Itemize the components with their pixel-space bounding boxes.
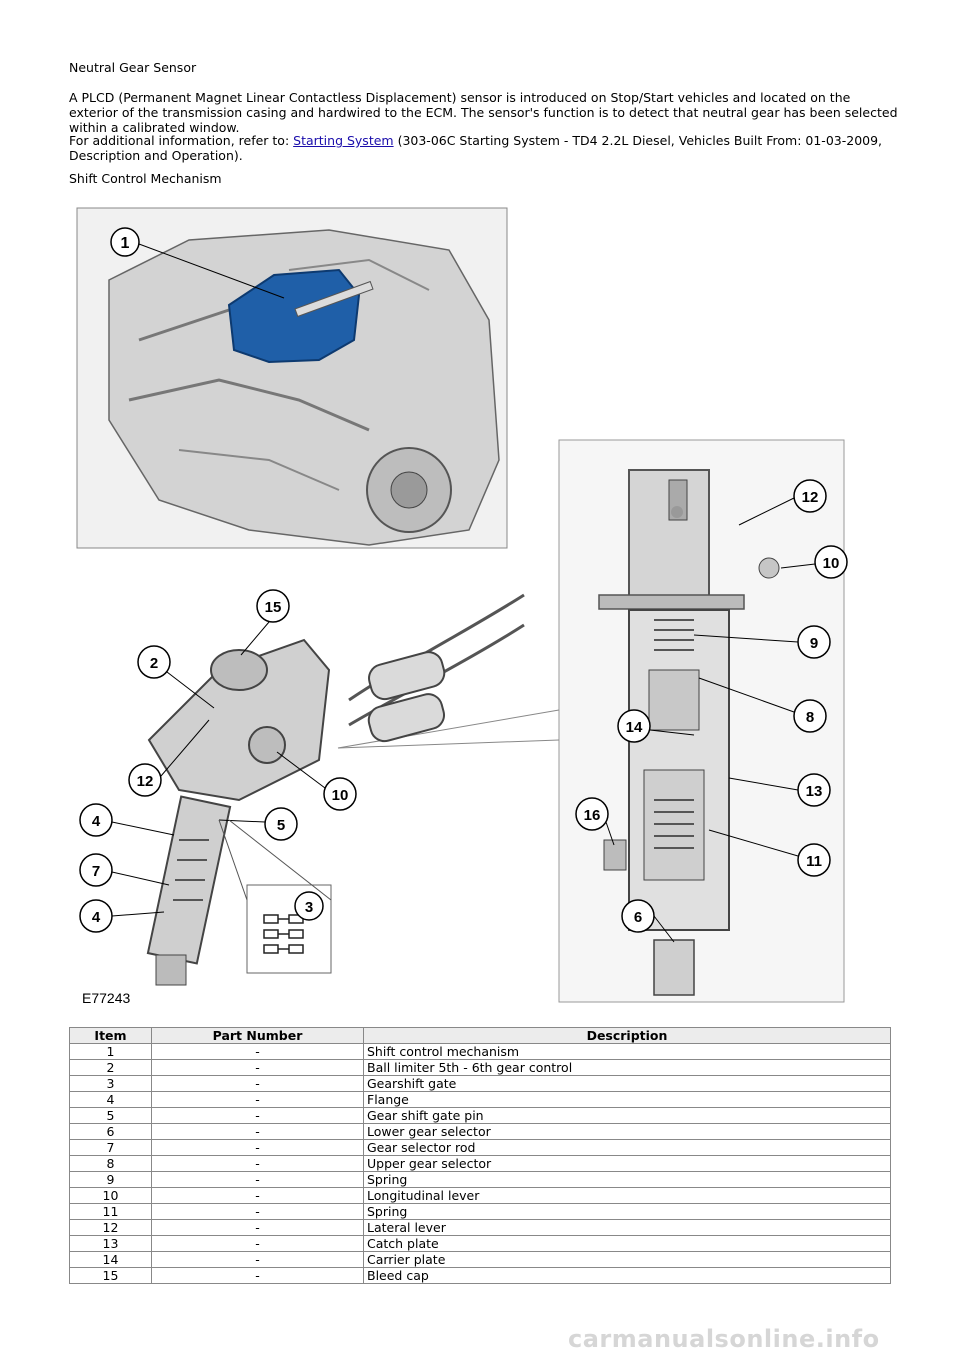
cell-item: 13	[69, 1235, 152, 1252]
callout-12-left: 12	[137, 773, 154, 790]
cell-part-number: -	[151, 1091, 364, 1108]
callout-1: 1	[121, 235, 130, 252]
cell-description: Catch plate	[363, 1235, 891, 1252]
starting-system-link[interactable]: Starting System	[293, 133, 394, 148]
cell-description: Gear shift gate pin	[363, 1107, 891, 1124]
table-row: 2-Ball limiter 5th - 6th gear control	[69, 1059, 891, 1076]
reference-suffix: (303-06C Starting System - TD4 2.2L Dies…	[69, 133, 883, 163]
cell-description: Carrier plate	[363, 1251, 891, 1268]
cell-item: 8	[69, 1155, 152, 1172]
callout-10-right: 10	[823, 555, 840, 572]
cell-description: Flange	[363, 1091, 891, 1108]
cell-item: 12	[69, 1219, 152, 1236]
cell-part-number: -	[151, 1139, 364, 1156]
callout-7: 7	[92, 863, 100, 880]
cell-description: Ball limiter 5th - 6th gear control	[363, 1059, 891, 1076]
header-description: Description	[363, 1027, 891, 1044]
table-row: 8-Upper gear selector	[69, 1155, 891, 1172]
table-row: 13-Catch plate	[69, 1235, 891, 1252]
table-header-row: Item Part Number Description	[69, 1027, 891, 1044]
cell-item: 6	[69, 1123, 152, 1140]
table-row: 9-Spring	[69, 1171, 891, 1188]
table-row: 15-Bleed cap	[69, 1267, 891, 1284]
callout-2: 2	[150, 655, 158, 672]
cell-part-number: -	[151, 1043, 364, 1060]
watermark-logo: carmanualsonline.info	[568, 1325, 880, 1353]
cell-item: 2	[69, 1059, 152, 1076]
figure-id: E77243	[82, 990, 131, 1006]
callout-13: 13	[806, 783, 823, 800]
cell-description: Spring	[363, 1203, 891, 1220]
callout-11: 11	[806, 853, 822, 870]
reference-prefix: For additional information, refer to:	[69, 133, 294, 148]
cell-item: 11	[69, 1203, 152, 1220]
cell-item: 15	[69, 1267, 152, 1284]
callout-3: 3	[305, 899, 313, 916]
table-row: 10-Longitudinal lever	[69, 1187, 891, 1204]
shift-module-highlight	[227, 268, 361, 364]
table-row: 14-Carrier plate	[69, 1251, 891, 1268]
transmission-photo	[76, 207, 508, 549]
cell-description: Longitudinal lever	[363, 1187, 891, 1204]
cell-part-number: -	[151, 1203, 364, 1220]
cell-item: 5	[69, 1107, 152, 1124]
cell-item: 14	[69, 1251, 152, 1268]
cell-part-number: -	[151, 1155, 364, 1172]
cell-part-number: -	[151, 1251, 364, 1268]
cell-description: Lower gear selector	[363, 1123, 891, 1140]
shift-mechanism-illustration	[146, 593, 525, 986]
cell-part-number: -	[151, 1059, 364, 1076]
table-row: 12-Lateral lever	[69, 1219, 891, 1236]
cell-item: 1	[69, 1043, 152, 1060]
cell-description: Spring	[363, 1171, 891, 1188]
cell-item: 9	[69, 1171, 152, 1188]
callout-8: 8	[806, 709, 814, 726]
cell-item: 7	[69, 1139, 152, 1156]
cell-item: 3	[69, 1075, 152, 1092]
subsection-heading: Shift Control Mechanism	[69, 171, 222, 186]
table-row: 3-Gearshift gate	[69, 1075, 891, 1092]
cell-description: Bleed cap	[363, 1267, 891, 1284]
cell-description: Shift control mechanism	[363, 1043, 891, 1060]
cell-part-number: -	[151, 1267, 364, 1284]
header-part-number: Part Number	[151, 1027, 364, 1044]
cell-description: Upper gear selector	[363, 1155, 891, 1172]
callout-14: 14	[626, 719, 643, 736]
cell-part-number: -	[151, 1219, 364, 1236]
table-row: 11-Spring	[69, 1203, 891, 1220]
gear-selector-detail	[558, 439, 845, 1003]
reference-note: For additional information, refer to: St…	[69, 133, 899, 163]
description-paragraph: A PLCD (Permanent Magnet Linear Contactl…	[69, 90, 898, 135]
cell-part-number: -	[151, 1235, 364, 1252]
cell-description: Gearshift gate	[363, 1075, 891, 1092]
table-row: 6-Lower gear selector	[69, 1123, 891, 1140]
cell-description: Lateral lever	[363, 1219, 891, 1236]
callout-4-upper: 4	[92, 813, 101, 830]
callout-4-lower: 4	[92, 909, 101, 926]
table-row: 5-Gear shift gate pin	[69, 1107, 891, 1124]
header-item: Item	[69, 1027, 152, 1044]
section-heading: Neutral Gear Sensor	[69, 60, 197, 75]
parts-table: Item Part Number Description 1-Shift con…	[69, 1027, 891, 1284]
cell-part-number: -	[151, 1187, 364, 1204]
callout-6: 6	[634, 909, 642, 926]
callout-12-right: 12	[802, 489, 819, 506]
callout-5: 5	[277, 817, 285, 834]
table-row: 4-Flange	[69, 1091, 891, 1108]
callout-16: 16	[584, 807, 601, 824]
table-row: 7-Gear selector rod	[69, 1139, 891, 1156]
cell-part-number: -	[151, 1075, 364, 1092]
callout-9: 9	[810, 635, 818, 652]
cell-item: 10	[69, 1187, 152, 1204]
cell-description: Gear selector rod	[363, 1139, 891, 1156]
cell-part-number: -	[151, 1123, 364, 1140]
table-row: 1-Shift control mechanism	[69, 1043, 891, 1060]
cell-part-number: -	[151, 1171, 364, 1188]
cell-part-number: -	[151, 1107, 364, 1124]
cell-item: 4	[69, 1091, 152, 1108]
shift-mechanism-figure: 1 12 10 9 8 14 13 16 11 6	[69, 200, 849, 1010]
callout-10-left: 10	[332, 787, 349, 804]
callout-15: 15	[265, 599, 282, 616]
